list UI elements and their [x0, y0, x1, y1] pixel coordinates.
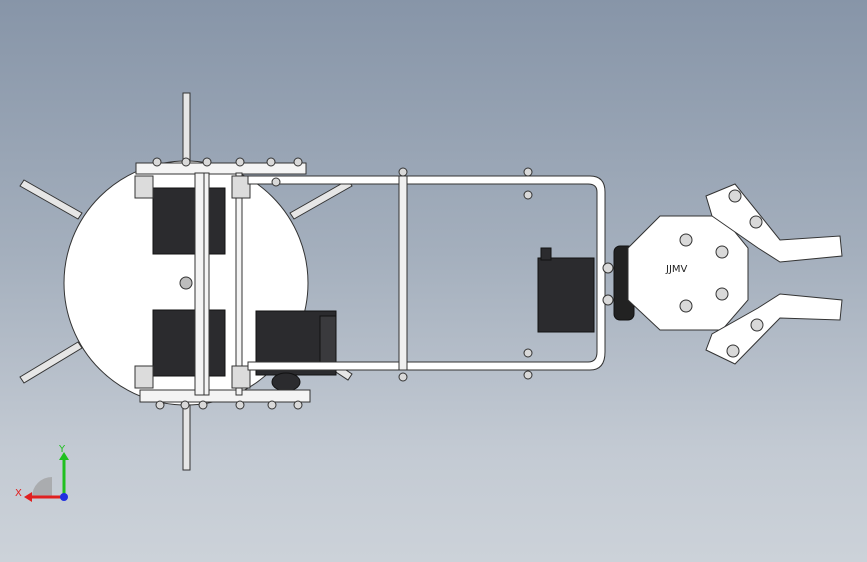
model-engraving: JJMV — [665, 264, 688, 275]
servo-upper-left — [152, 187, 226, 255]
spoke-top — [182, 92, 191, 164]
frame-bar-1 — [194, 172, 205, 396]
x-axis-arrow — [24, 492, 32, 502]
servo-horn — [271, 372, 301, 392]
y-axis-arrow — [59, 452, 69, 460]
wrist-servo — [537, 245, 635, 333]
frame-bars — [134, 162, 311, 403]
rail-screws — [152, 157, 303, 410]
spoke-upper-right — [289, 179, 353, 220]
x-axis-label: X — [15, 488, 22, 499]
top-rail — [135, 162, 307, 175]
bottom-rail — [139, 389, 311, 403]
y-axis-label: Y — [58, 444, 66, 455]
frame-bar-2 — [235, 172, 243, 396]
servo-lower-left — [152, 309, 226, 377]
gripper — [627, 183, 843, 365]
arm-crossbar — [398, 175, 408, 371]
orientation-triad[interactable]: Y X — [10, 440, 80, 510]
spoke-lower-left — [19, 341, 83, 384]
gripper-finger-upper — [705, 183, 843, 263]
arm-links — [247, 167, 606, 382]
gripper-plate — [627, 215, 749, 331]
gripper-finger-lower — [705, 293, 843, 365]
arm-bracket — [247, 175, 606, 371]
z-axis-dot — [60, 493, 68, 501]
spoke-upper-left — [19, 179, 83, 220]
triad-plane — [32, 477, 52, 497]
